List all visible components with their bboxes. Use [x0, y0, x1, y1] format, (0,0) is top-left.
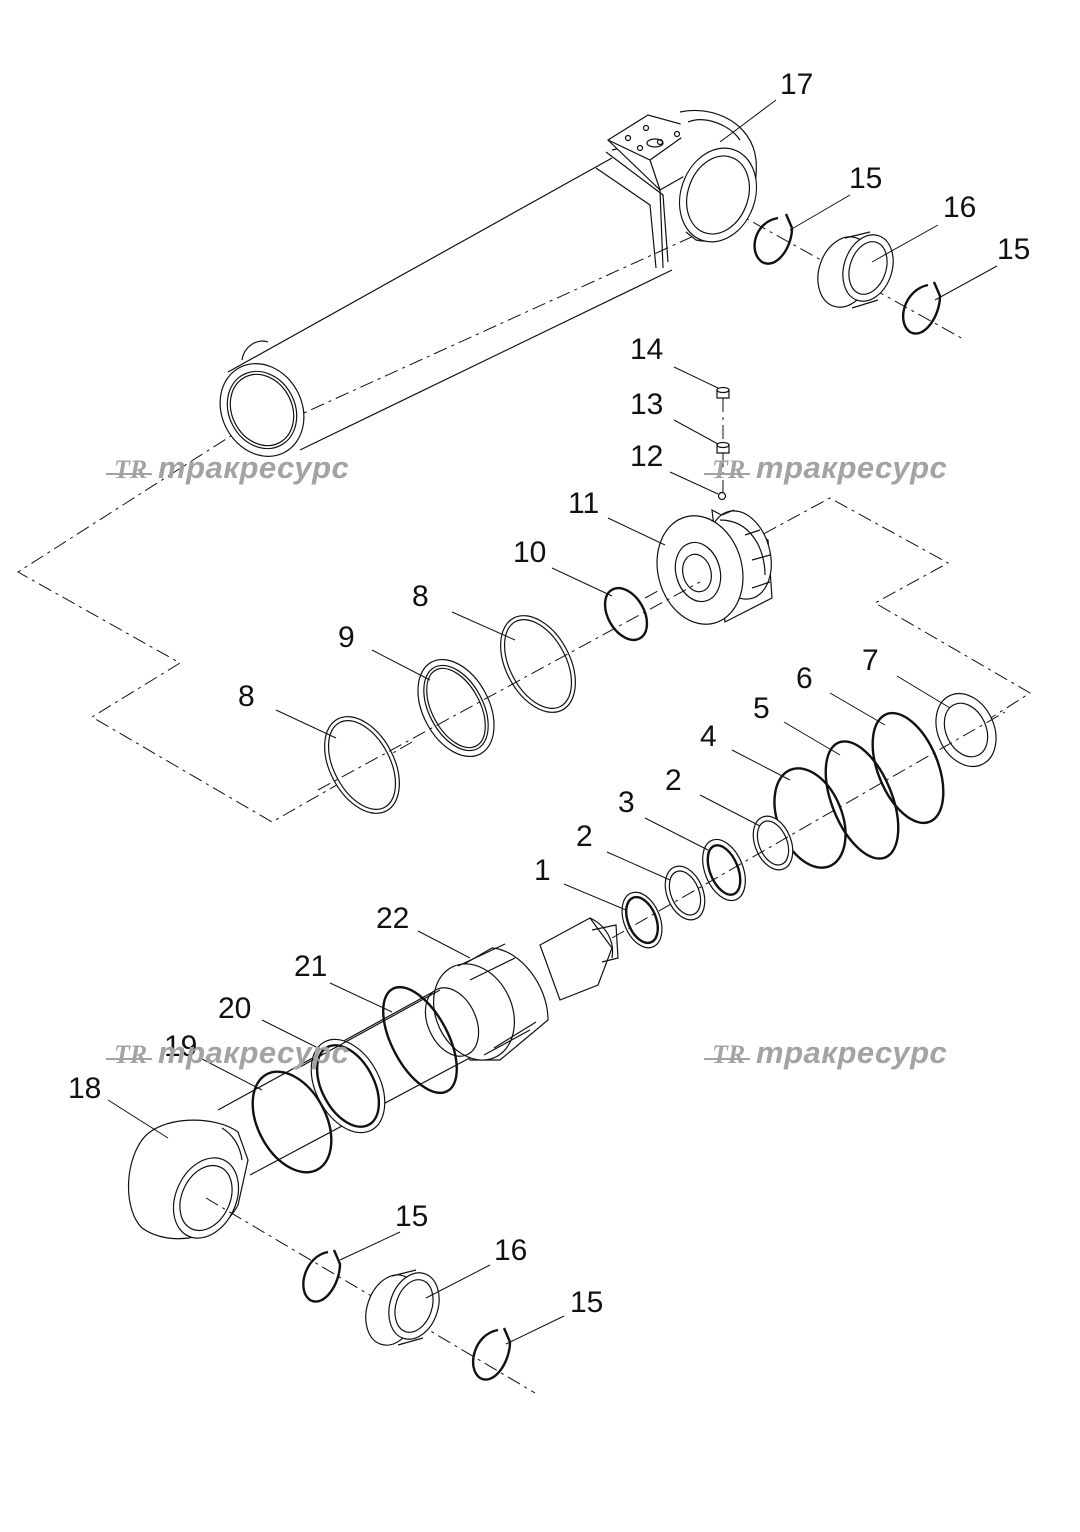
- ball-12: [717, 491, 727, 501]
- piston-11: [656, 508, 773, 625]
- wear-ring-8-upper: [500, 615, 576, 713]
- ring-2-lower: [664, 865, 706, 921]
- callout-8: 8: [412, 580, 429, 613]
- watermark-logo: TR тракресурс: [106, 450, 349, 485]
- watermark-text: тракресурс: [158, 1035, 349, 1070]
- snap-ring-15-top-b: [901, 281, 942, 335]
- callout-19: 19: [164, 1030, 197, 1063]
- cylinder-tube-17: [219, 109, 966, 457]
- callout-15: 15: [849, 162, 882, 195]
- callout-16: 16: [494, 1234, 527, 1267]
- assembly-outline: [17, 424, 1031, 823]
- svg-text:TR: TR: [712, 1040, 745, 1069]
- watermark-logo: TR тракресурс: [704, 1035, 947, 1070]
- ring-2-upper: [752, 815, 794, 871]
- bushing-16-bottom: [365, 1269, 440, 1346]
- leader-lines: [107, 99, 998, 1345]
- callout-12: 12: [630, 440, 663, 473]
- callout-2: 2: [665, 764, 682, 797]
- svg-text:TR: TR: [114, 455, 147, 484]
- callout-4: 4: [700, 720, 717, 753]
- o-ring-19: [251, 1070, 333, 1174]
- callout-8: 8: [238, 680, 255, 713]
- callout-17: 17: [780, 68, 813, 101]
- callout-20: 20: [218, 992, 251, 1025]
- callout-3: 3: [618, 786, 635, 819]
- seal-ring-9: [417, 658, 495, 758]
- callout-15: 15: [395, 1200, 428, 1233]
- ring-6: [871, 711, 945, 825]
- bushing-16-top: [817, 231, 894, 309]
- callout-14: 14: [630, 333, 663, 366]
- callout-15: 15: [997, 233, 1030, 266]
- callout-21: 21: [294, 950, 327, 983]
- ring-5: [824, 740, 900, 860]
- watermark-text: тракресурс: [756, 1035, 947, 1070]
- snap-ring-15-top-a: [753, 213, 794, 265]
- callout-6: 6: [796, 662, 813, 695]
- svg-text:TR: TR: [712, 455, 745, 484]
- snap-ring-15-bottom-a: [302, 1249, 342, 1303]
- callout-11: 11: [568, 487, 599, 520]
- o-ring-10: [603, 586, 649, 642]
- callout-16: 16: [943, 191, 976, 224]
- callout-9: 9: [338, 621, 355, 654]
- seal-ring-20: [310, 1038, 386, 1134]
- watermark-logo: TR тракресурс: [106, 1035, 349, 1070]
- rod-seal-3: [702, 838, 746, 902]
- set-screw-14: [716, 386, 730, 399]
- watermark-text: тракресурс: [158, 450, 349, 485]
- callout-2: 2: [576, 820, 593, 853]
- wear-ring-8-lower: [324, 716, 400, 814]
- dust-seal-7: [935, 692, 997, 768]
- callout-18: 18: [68, 1072, 101, 1105]
- snap-ring-15-bottom-b: [471, 1327, 512, 1381]
- watermark-text: тракресурс: [756, 450, 947, 485]
- callout-10: 10: [513, 536, 546, 569]
- callout-1: 1: [534, 854, 551, 887]
- snap-ring-21: [382, 985, 458, 1095]
- callout-5: 5: [753, 692, 770, 725]
- callout-7: 7: [862, 644, 879, 677]
- svg-text:TR: TR: [114, 1040, 147, 1069]
- buffer-seal-1: [621, 891, 663, 949]
- callout-13: 13: [630, 388, 663, 421]
- watermark-logo: TR тракресурс: [704, 450, 947, 485]
- callout-15: 15: [570, 1286, 603, 1319]
- callout-22: 22: [376, 902, 409, 935]
- set-screw-13: [716, 441, 730, 454]
